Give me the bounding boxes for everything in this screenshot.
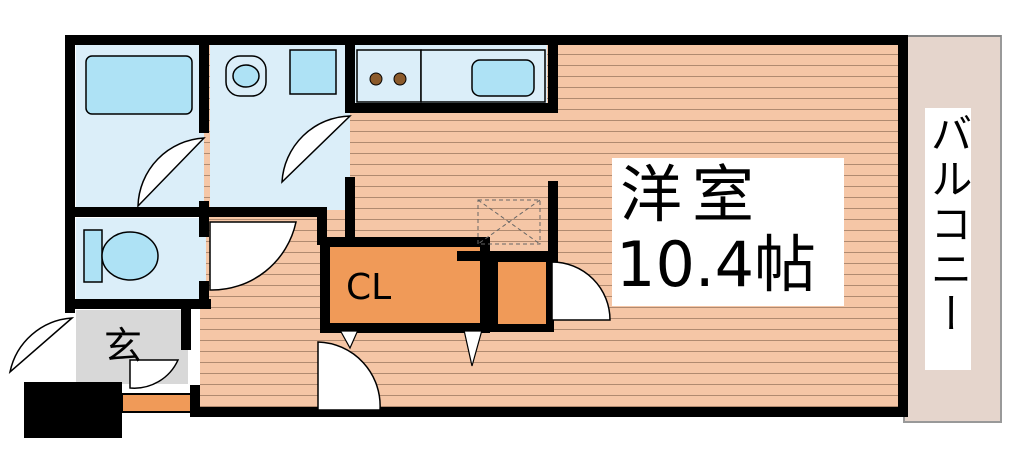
washroom-sink	[289, 49, 337, 95]
doors	[8, 115, 611, 411]
small-closet	[490, 254, 554, 332]
balcony-text: バルコニー	[924, 112, 973, 337]
washer-drum	[232, 64, 260, 88]
stove-burner-right	[393, 72, 407, 86]
room-size: 10.4帖	[616, 228, 817, 301]
entrance-door	[8, 317, 75, 375]
shoe-box	[121, 393, 199, 413]
small-closet-door	[551, 261, 611, 321]
bathtub	[85, 55, 193, 115]
closet-door-marks	[330, 329, 486, 367]
entrance-label: 玄	[104, 324, 143, 368]
room-name: 洋室	[620, 158, 765, 231]
bathroom-door	[137, 137, 206, 208]
balcony-label: バルコニー	[924, 108, 973, 370]
closet-interior	[335, 252, 475, 318]
room-door	[317, 341, 381, 411]
washroom-door	[281, 115, 352, 184]
toilet-bowl	[101, 231, 159, 281]
kitchen-sink	[471, 59, 535, 97]
room-label: 洋室 10.4帖	[612, 158, 844, 306]
entrance-step	[24, 382, 122, 438]
toilet-door	[209, 221, 297, 291]
walls	[65, 35, 908, 417]
stove	[356, 49, 422, 103]
toilet-tank	[83, 229, 103, 283]
stove-burner-left	[369, 72, 383, 86]
floor-hatch	[477, 199, 541, 245]
shoe-box-door	[129, 359, 180, 389]
closet-label: CL	[346, 267, 392, 308]
